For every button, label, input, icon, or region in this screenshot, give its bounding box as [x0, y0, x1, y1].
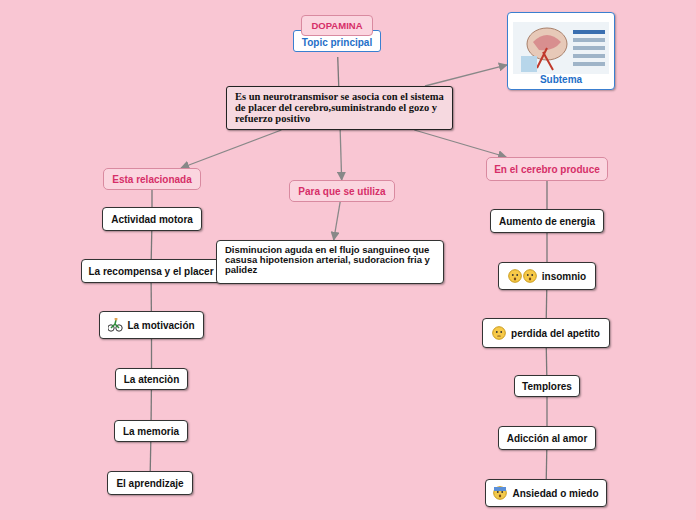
item-box: Templores [514, 375, 580, 397]
node-text: El aprendizaje [116, 478, 183, 489]
node-text: La motivación [127, 320, 194, 331]
face-icon [492, 326, 507, 340]
item-box: La recompensa y el placer [81, 259, 221, 283]
item-box: El aprendizaje [107, 471, 193, 495]
connector [151, 231, 153, 259]
node-text: Ansiedad o miedo [512, 488, 598, 499]
connector [546, 290, 548, 318]
node-text: La memoria [123, 426, 179, 437]
item-box: Actividad motora [102, 207, 202, 231]
subtopic-box: Subtema [507, 12, 615, 90]
node-text: La recompensa y el placer [88, 266, 213, 277]
connector [150, 390, 152, 420]
connector [334, 202, 340, 240]
bike-icon [108, 318, 123, 332]
connector [546, 181, 547, 209]
node-text: La atenciòn [124, 374, 180, 385]
node-text: Para que se utiliza [298, 186, 385, 197]
connector [546, 450, 548, 479]
item-box: La atenciòn [115, 368, 188, 390]
node-text: Esta relacionada [112, 174, 191, 185]
node-text: Disminucion aguda en el flujo sanguineo … [225, 245, 435, 275]
node-text: Adicción al amor [507, 433, 588, 444]
definition-box: Es un neurotransmisor se asocia con el s… [226, 86, 453, 130]
connector [151, 339, 152, 368]
item-box: La memoria [114, 420, 188, 442]
connector [340, 130, 342, 180]
connector [181, 130, 281, 168]
node-text: perdida del apetito [511, 328, 600, 339]
node-text: insomnio [542, 271, 586, 282]
connector [150, 442, 152, 471]
node-text: Aumento de energia [499, 216, 595, 227]
connector [546, 233, 547, 262]
face-icon [493, 486, 508, 500]
connector [150, 283, 152, 311]
connector [151, 190, 152, 207]
brain-illustration [513, 22, 609, 74]
item-box: perdida del apetito [482, 318, 610, 348]
node-text: Es un neurotransmisor se asocia con el s… [235, 91, 444, 124]
item-box: Aumento de energia [490, 209, 604, 233]
node-text: DOPAMINA [301, 15, 372, 36]
node-text: Templores [522, 381, 572, 392]
node-text: Subtema [540, 74, 582, 85]
item-box: Adicción al amor [498, 426, 596, 450]
face-icon [508, 269, 538, 283]
topic-node: DOPAMINATopic principal [291, 15, 383, 57]
connector [414, 130, 506, 157]
connector [546, 397, 547, 426]
use-box: Disminucion aguda en el flujo sanguineo … [216, 240, 444, 284]
category-box: Esta relacionada [103, 168, 201, 190]
connector [338, 57, 339, 86]
category-box: En el cerebro produce [486, 157, 608, 181]
connector [425, 65, 507, 86]
node-text: En el cerebro produce [494, 164, 600, 175]
item-box: insomnio [498, 262, 596, 290]
item-box: Ansiedad o miedo [485, 479, 607, 507]
connector [546, 348, 548, 375]
node-text: Actividad motora [111, 214, 193, 225]
item-box: La motivación [99, 311, 204, 339]
category-box: Para que se utiliza [289, 180, 395, 202]
